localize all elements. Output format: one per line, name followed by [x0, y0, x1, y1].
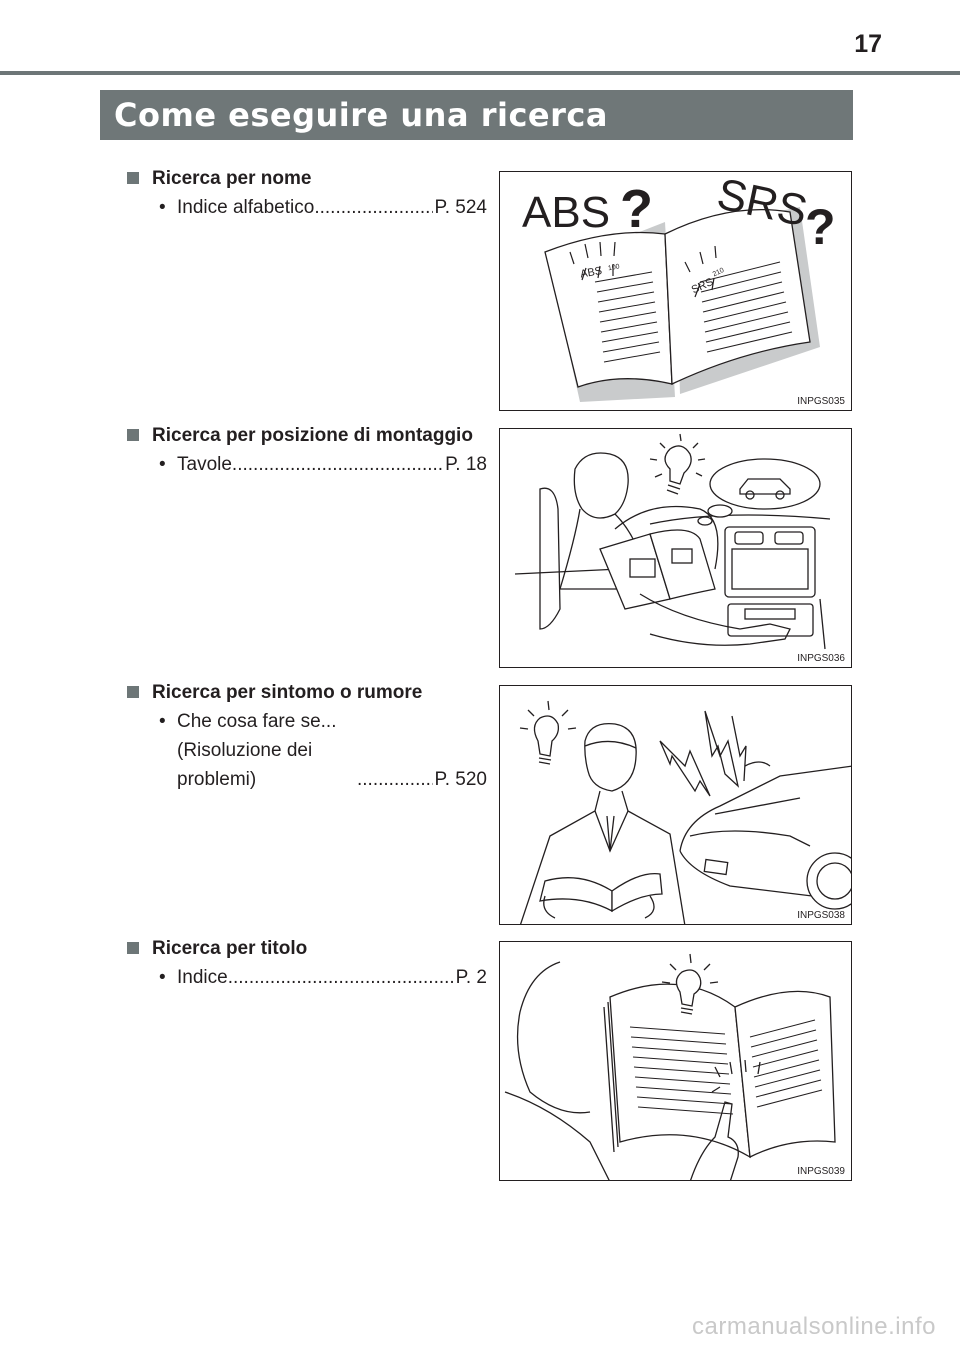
page-ref: P. 2	[455, 967, 487, 988]
figure-code: INPGS038	[797, 910, 845, 921]
page-ref: P. 524	[434, 197, 487, 218]
square-bullet-icon	[127, 942, 139, 954]
figure-reading-manual-index: INPGS039	[499, 941, 852, 1181]
page-reference[interactable]: • Che cosa fare se... (Risoluzione dei p…	[127, 707, 487, 794]
item-heading: Ricerca per nome	[127, 164, 487, 193]
page-number: 17	[854, 30, 882, 58]
dot-leader	[232, 450, 443, 479]
item-heading: Ricerca per titolo	[127, 934, 487, 963]
figure-man-reading-car-noise: INPGS038	[499, 685, 852, 925]
question-mark: ?	[620, 179, 653, 239]
abs-page-label: 100	[608, 263, 621, 272]
man-reading-car-noise-illustration	[519, 700, 851, 924]
bullet-dot: •	[159, 197, 166, 218]
driver-at-dashboard-illustration	[514, 433, 831, 650]
square-bullet-icon	[127, 172, 139, 184]
item-heading: Ricerca per posizione di montaggio	[127, 421, 487, 450]
section-title: Come eseguire una ricerca	[100, 90, 853, 140]
search-method-by-name: Ricerca per nome • Indice alfabetico P. …	[127, 164, 487, 222]
search-method-by-location: Ricerca per posizione di montaggio • Tav…	[127, 421, 487, 479]
abs-small-label: ABS	[579, 265, 603, 281]
figure-driver-dashboard: INPGS036	[499, 428, 852, 668]
figure-code: INPGS039	[797, 1166, 845, 1177]
header-rule	[0, 71, 960, 75]
page-ref: P. 18	[445, 454, 487, 475]
bullet-dot: •	[159, 711, 166, 732]
page-reference[interactable]: • Indice P. 2	[127, 963, 487, 992]
srs-page-label: 210	[712, 267, 726, 278]
open-book-illustration: ABS ? SRS ? ABS 100 SRS 210	[522, 172, 836, 402]
bullet-dot: •	[159, 454, 166, 475]
abs-label: ABS	[522, 188, 610, 237]
search-method-by-symptom: Ricerca per sintomo o rumore • Che cosa …	[127, 678, 487, 794]
page-reference[interactable]: • Indice alfabetico P. 524	[127, 193, 487, 222]
dot-leader	[314, 193, 432, 222]
figure-open-book-abs-srs: ABS ? SRS ? ABS 100 SRS 210 INPGS035	[499, 171, 852, 411]
item-heading: Ricerca per sintomo o rumore	[127, 678, 487, 707]
square-bullet-icon	[127, 686, 139, 698]
question-mark: ?	[805, 199, 836, 255]
search-method-by-title: Ricerca per titolo • Indice P. 2	[127, 934, 487, 992]
figure-code: INPGS035	[797, 396, 845, 407]
square-bullet-icon	[127, 429, 139, 441]
watermark: carmanualsonline.info	[692, 1313, 936, 1340]
page-reference[interactable]: • Tavole P. 18	[127, 450, 487, 479]
bullet-dot: •	[159, 967, 166, 988]
dot-leader	[357, 765, 433, 794]
reading-manual-index-illustration	[504, 953, 836, 1180]
figure-code: INPGS036	[797, 653, 845, 664]
page-ref: P. 520	[434, 769, 487, 790]
dot-leader	[228, 963, 454, 992]
